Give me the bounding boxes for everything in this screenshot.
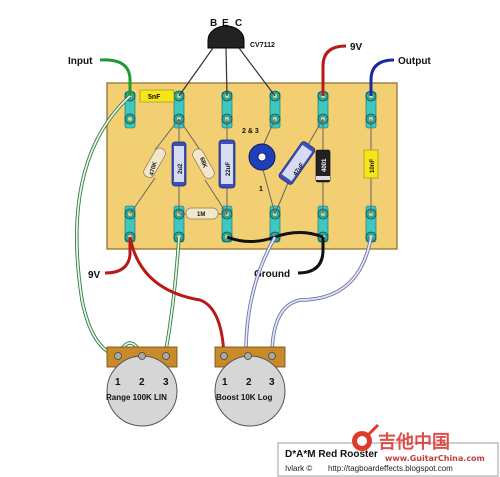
pot-range-pin-3: 3 <box>163 377 169 388</box>
nine-v-left-label: 9V <box>88 270 101 281</box>
cap-47uf <box>278 141 316 185</box>
input-label: Input <box>68 56 93 67</box>
res-1m-label: 1M <box>197 212 205 218</box>
solder-pads <box>124 90 377 243</box>
watermark-text: 吉他中国 <box>378 431 450 453</box>
pot-range-pin-2: 2 <box>139 377 145 388</box>
credit-author: Ivlark © <box>285 464 312 473</box>
ground-wire-black <box>297 237 325 275</box>
boost-wire-grey-1 <box>244 236 277 357</box>
component-leads <box>129 118 372 215</box>
input-wire-green <box>99 58 132 96</box>
transistor-part-label: CV7112 <box>250 42 275 49</box>
trimmer-note: 2 & 3 <box>242 128 259 135</box>
cap-5nf-label: 5nF <box>148 94 161 101</box>
boost-red-wire <box>128 236 226 357</box>
pot-range <box>106 346 178 427</box>
res-470k-label: 470K <box>149 160 159 176</box>
cap-5nf <box>139 89 175 103</box>
res-1m <box>185 207 219 220</box>
pot-boost-pin-2: 2 <box>246 377 252 388</box>
pot-boost <box>214 346 286 427</box>
diode-4001-label: 4001 <box>322 158 328 172</box>
pot-boost-pin-3: 3 <box>269 377 275 388</box>
res-470k <box>143 147 166 178</box>
res-68k <box>192 148 215 179</box>
pot-boost-pin-1: 1 <box>222 377 228 388</box>
nine-v-wire-red <box>321 44 347 96</box>
transistor-pin-e: E <box>222 18 229 29</box>
watermark-url: www.GuitarChina.com <box>385 454 485 463</box>
credit-url: http://tagboardeffects.blogspot.com <box>328 464 453 473</box>
pot-boost-label: Boost 10K Log <box>216 393 273 402</box>
trimmer-pin: 1 <box>259 186 263 193</box>
credit-title: D*A*M Red Rooster <box>285 449 378 460</box>
output-wire-blue <box>369 58 395 96</box>
output-label: Output <box>398 56 431 67</box>
cap-10nf <box>363 149 379 179</box>
nine-v-left-wire-red <box>104 237 132 275</box>
pot-range-label: Range 100K LIN <box>106 393 167 402</box>
transistor-pin-b: B <box>210 18 217 29</box>
res-68k-label: 68K <box>198 157 208 170</box>
nine-v-top-label: 9V <box>350 42 363 53</box>
pot-range-pin-1: 1 <box>115 377 121 388</box>
credit-box <box>277 442 499 477</box>
ground-label: Ground <box>254 269 290 280</box>
transistor <box>178 25 276 97</box>
cap-2u2-label: 2u2 <box>178 163 184 174</box>
diode-4001 <box>315 149 331 183</box>
cap-10nf-label: 10nF <box>370 159 376 173</box>
watermark-logo-icon <box>352 423 380 451</box>
cap-22uf-label: 22uF <box>226 162 232 176</box>
transistor-pin-c: C <box>235 18 242 29</box>
